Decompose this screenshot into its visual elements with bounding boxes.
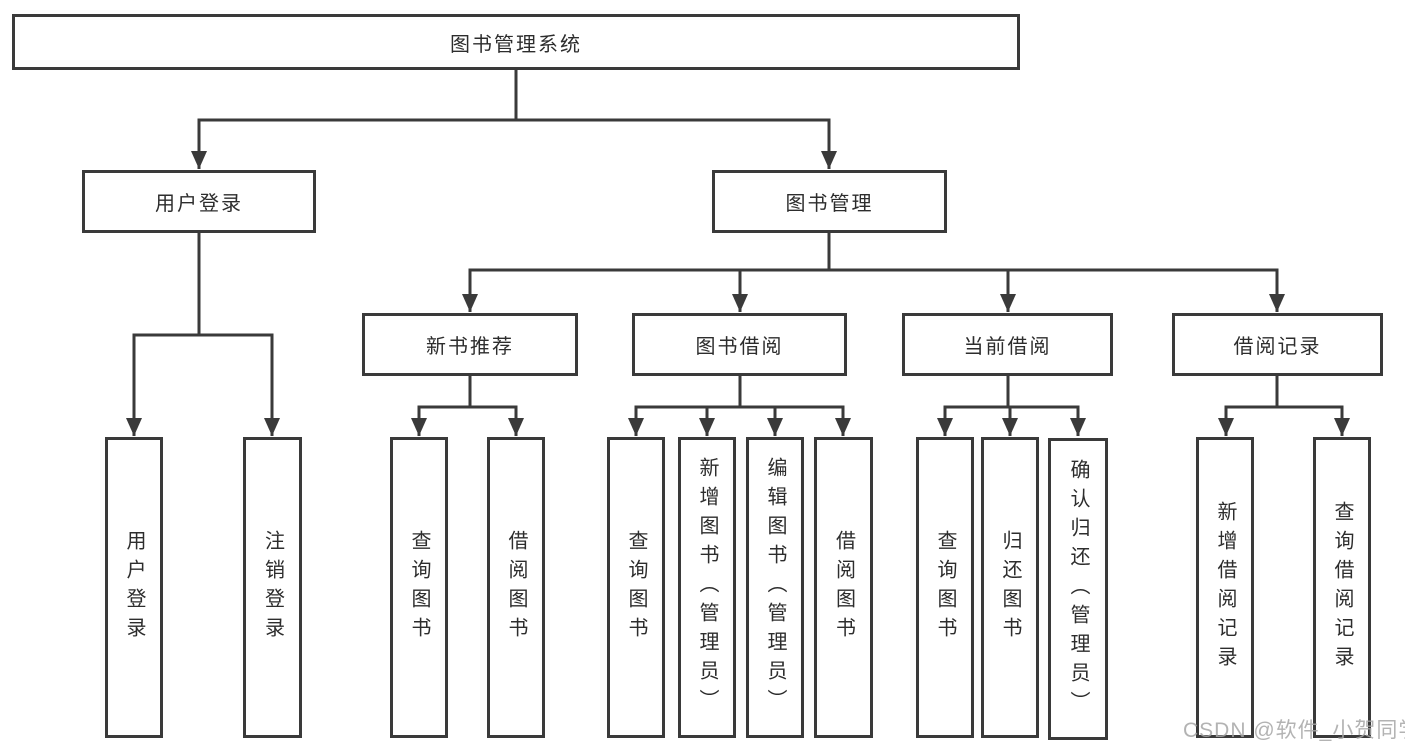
leaf-user-login-label: 用户登录 <box>123 529 145 646</box>
leaf-borrow-books: 借阅图书 <box>814 437 873 738</box>
node-new-book-recommend: 新书推荐 <box>362 313 578 376</box>
node-user-login: 用户登录 <box>82 170 316 233</box>
leaf-query-books-current: 查询图书 <box>916 437 974 738</box>
leaf-borrow-books-recommend-label: 借阅图书 <box>505 529 527 646</box>
leaf-query-books-recommend-label: 查询图书 <box>408 529 430 646</box>
node-borrow-record-label: 借阅记录 <box>1233 336 1322 358</box>
leaf-edit-books-admin: 编辑图书（管理员） <box>746 437 804 738</box>
leaf-borrow-books-recommend: 借阅图书 <box>487 437 545 738</box>
node-book-management-label: 图书管理 <box>785 193 874 215</box>
leaf-query-borrow-record: 查询借阅记录 <box>1313 437 1371 738</box>
leaf-query-books-borrow-label: 查询图书 <box>625 529 647 646</box>
leaf-confirm-return-admin: 确认归还（管理员） <box>1048 438 1108 740</box>
leaf-logout-label: 注销登录 <box>261 529 284 646</box>
leaf-return-books-label: 归还图书 <box>999 529 1021 646</box>
node-user-login-label: 用户登录 <box>155 193 243 215</box>
node-book-borrow-label: 图书借阅 <box>695 336 784 358</box>
node-borrow-record: 借阅记录 <box>1172 313 1383 376</box>
leaf-add-borrow-record-label: 新增借阅记录 <box>1214 500 1236 675</box>
leaf-return-books: 归还图书 <box>981 437 1039 738</box>
leaf-borrow-books-label: 借阅图书 <box>832 529 855 646</box>
node-book-borrow: 图书借阅 <box>632 313 847 376</box>
leaf-add-borrow-record: 新增借阅记录 <box>1196 437 1254 738</box>
leaf-query-borrow-record-label: 查询借阅记录 <box>1331 500 1353 675</box>
leaf-add-books-admin-label: 新增图书（管理员） <box>696 457 718 718</box>
csdn-watermark: CSDN @软件_小贺同学 <box>1183 719 1405 742</box>
node-root-label: 图书管理系统 <box>450 33 582 56</box>
leaf-logout: 注销登录 <box>243 437 302 738</box>
node-new-book-recommend-label: 新书推荐 <box>426 336 514 358</box>
leaf-confirm-return-admin-label: 确认归还（管理员） <box>1067 458 1089 720</box>
leaf-query-books-current-label: 查询图书 <box>934 529 956 646</box>
leaf-add-books-admin: 新增图书（管理员） <box>678 437 736 738</box>
leaf-query-books-borrow: 查询图书 <box>607 437 665 738</box>
node-current-borrow-label: 当前借阅 <box>963 336 1052 358</box>
node-book-management: 图书管理 <box>712 170 947 233</box>
leaf-edit-books-admin-label: 编辑图书（管理员） <box>764 457 786 718</box>
node-current-borrow: 当前借阅 <box>902 313 1113 376</box>
node-root: 图书管理系统 <box>12 14 1020 70</box>
leaf-query-books-recommend: 查询图书 <box>390 437 448 738</box>
leaf-user-login: 用户登录 <box>105 437 163 738</box>
